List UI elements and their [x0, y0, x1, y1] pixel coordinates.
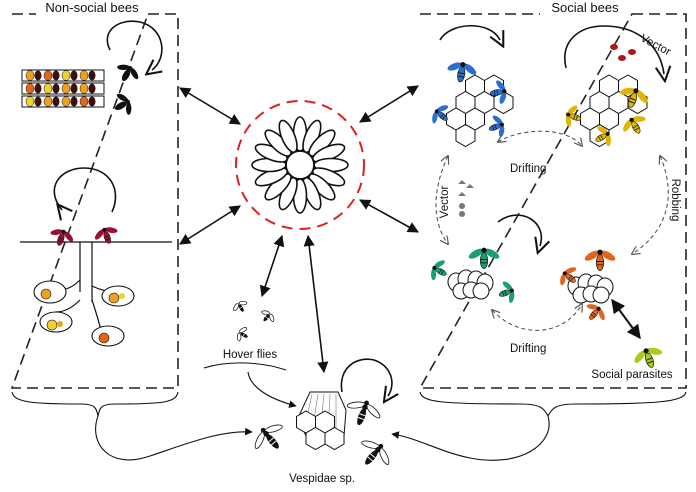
hover-flies-label: Hover flies	[223, 349, 278, 361]
nest-partition	[52, 96, 60, 107]
nest-partition	[34, 70, 42, 81]
pollen-ball	[79, 96, 89, 107]
social-parasites-label: Social parasites	[591, 369, 672, 381]
bee-icon	[484, 111, 510, 142]
nest-partition	[52, 83, 60, 94]
nest-partition	[70, 70, 78, 81]
cycle-arrow	[340, 358, 391, 396]
nest-partition	[52, 70, 60, 81]
bee-icon	[494, 277, 520, 308]
cycle-arrow	[53, 167, 117, 212]
wasp-icon	[247, 416, 293, 461]
cycle-arrow	[439, 24, 500, 40]
vector-label-left: Vector	[439, 186, 451, 219]
hex-cell	[455, 124, 476, 147]
nest-partition	[34, 96, 42, 107]
pollen-ball	[61, 96, 71, 107]
bracket	[11, 371, 687, 461]
social-bees-title: Social bees	[551, 0, 619, 15]
burrow-icon	[20, 241, 172, 347]
nest-partition	[34, 83, 42, 94]
parasite-arrow	[611, 298, 641, 340]
social-bees-panel: Social bees	[418, 0, 687, 389]
nest-tube-icon	[21, 69, 105, 108]
bracket	[203, 362, 287, 371]
bee-icon	[108, 88, 138, 121]
nest-partition	[88, 83, 96, 94]
wasp-icon	[351, 432, 397, 477]
nest-partition	[88, 70, 96, 81]
nest-partition	[88, 96, 96, 107]
pollen-ball	[43, 96, 53, 107]
cycle-arrow	[564, 25, 664, 74]
pollen-ball	[25, 83, 35, 94]
bee-icon	[45, 224, 78, 251]
wasp-icon	[340, 393, 386, 432]
pollen-ball	[79, 83, 89, 94]
pollen-ball	[43, 83, 53, 94]
drifting-label-bottom: Drifting	[510, 343, 546, 355]
pollen-ball	[61, 70, 71, 81]
bee-icon	[111, 58, 144, 88]
mite-icon	[458, 180, 474, 217]
hex-cell	[305, 427, 326, 450]
pollen-ball	[79, 70, 89, 81]
bee-icon	[617, 109, 652, 141]
nest-partition	[70, 83, 78, 94]
wasp-nest-icon	[296, 391, 347, 450]
honeycomb-icon	[447, 269, 494, 300]
vespidae-label: Vespidae sp.	[289, 473, 355, 485]
robbing-label: Robbing	[669, 179, 681, 222]
mite-icon	[610, 44, 636, 61]
hoverfly-icon	[233, 323, 253, 345]
hex-cell	[324, 427, 345, 450]
vector-label-top: Vector	[638, 32, 673, 58]
bee-icon	[582, 248, 618, 272]
bee-icon	[580, 298, 611, 328]
bee-icon	[90, 222, 123, 249]
cycle-arrow	[497, 214, 541, 246]
pollen-ball	[43, 70, 53, 81]
transmission-arrows	[435, 130, 669, 331]
non-social-bees-title: Non-social bees	[45, 0, 139, 15]
cycle-arrow	[106, 20, 163, 70]
nest-partition	[70, 96, 78, 107]
hoverfly-icon	[256, 306, 278, 327]
pollen-ball	[61, 83, 71, 94]
pollen-ball	[25, 96, 35, 107]
bee-icon	[466, 246, 502, 270]
hoverfly-icon	[229, 297, 251, 317]
drifting-label-top: Drifting	[510, 163, 546, 175]
non-social-bees-panel: Non-social bees	[10, 0, 179, 389]
flower-links	[179, 85, 419, 374]
pollen-ball	[25, 70, 35, 81]
flower-icon	[235, 100, 365, 230]
